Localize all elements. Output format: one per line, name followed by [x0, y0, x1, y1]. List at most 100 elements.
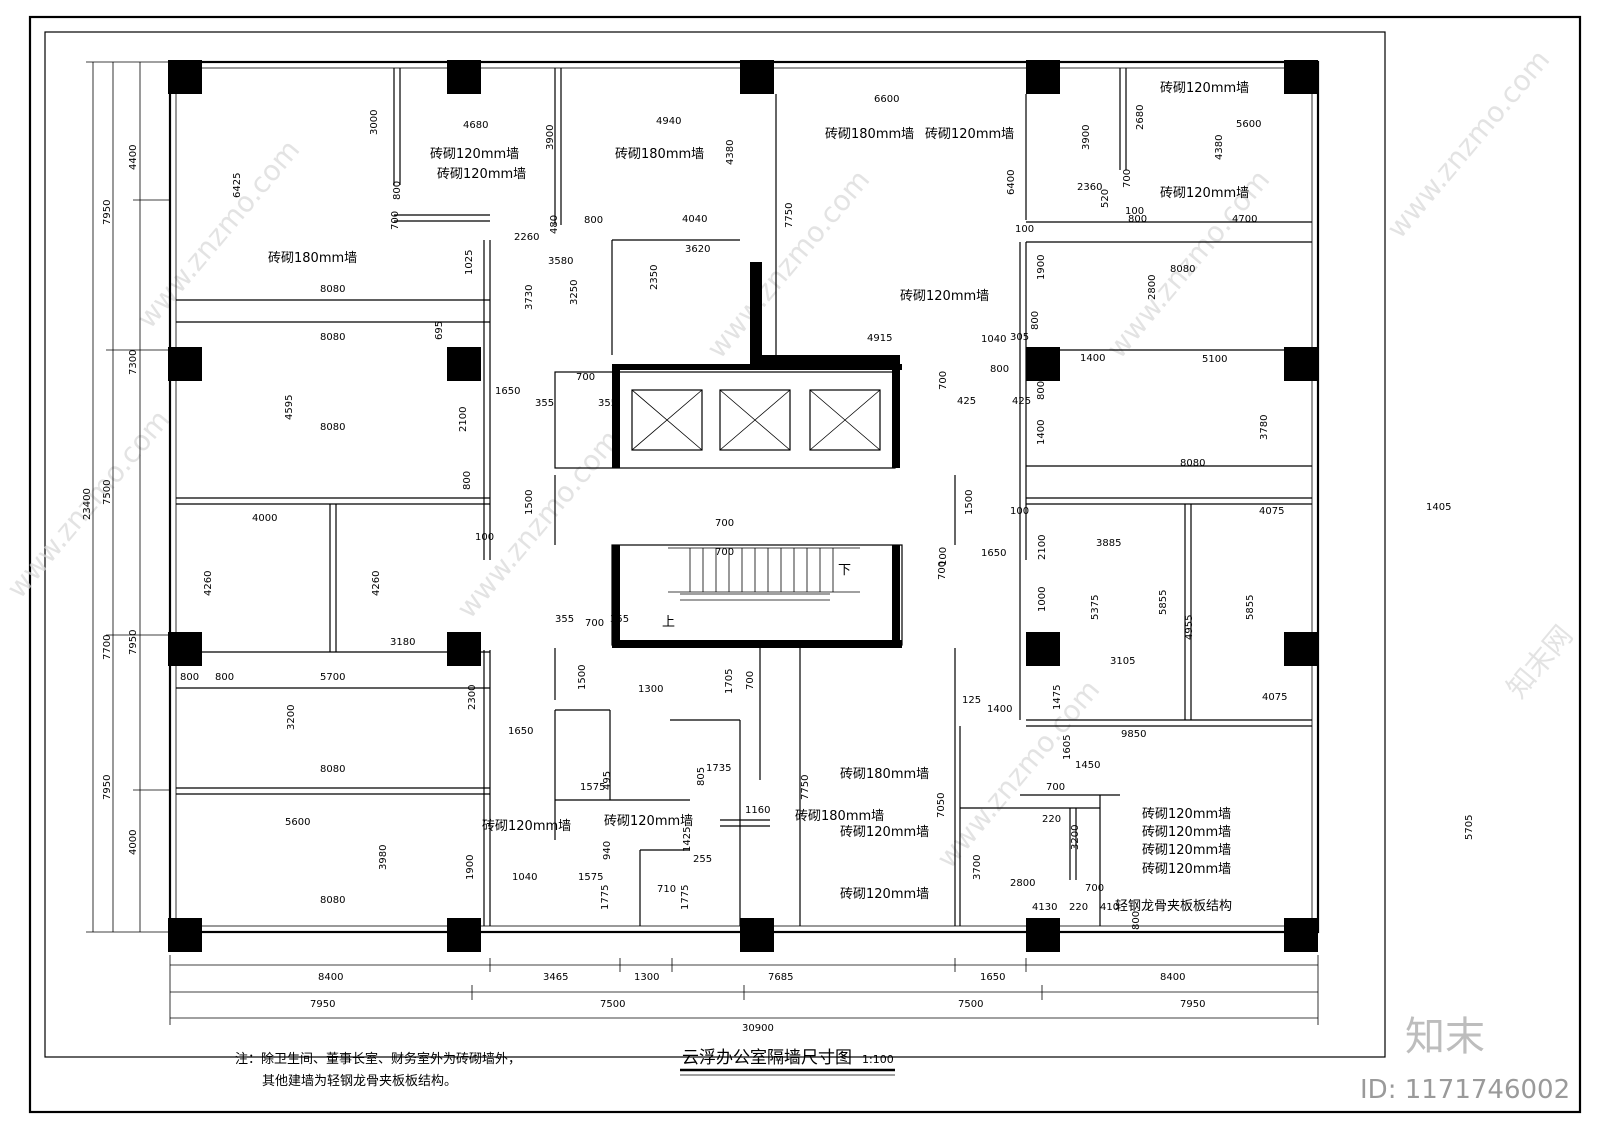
room-dimension: 4260: [203, 571, 214, 596]
room-dimension: 220: [1042, 814, 1061, 825]
room-dimension: 4700: [1232, 214, 1257, 225]
room-dimension: 4075: [1259, 506, 1284, 517]
bottom-row2-dim: 7500: [600, 999, 625, 1010]
watermark-text: www.znzmo.com: [130, 133, 306, 334]
room-dimension: 1575: [580, 782, 605, 793]
left-inner-dim: 4400: [128, 145, 139, 170]
wall-label: 砖砌180mm墙: [840, 767, 929, 782]
room-dimension: 100: [1015, 224, 1034, 235]
room-dimension: 1500: [577, 665, 588, 690]
left-mid-dim: 7700: [102, 635, 113, 660]
inner-frame: [44, 31, 1386, 1058]
room-dimension: 2100: [1037, 535, 1048, 560]
room-dimension: 3000: [369, 110, 380, 135]
room-dimension: 5705: [1464, 815, 1475, 840]
wall-label: 轻钢龙骨夹板板结构: [1115, 899, 1232, 914]
room-dimension: 5100: [1202, 354, 1227, 365]
watermark-text: www.znzmo.com: [450, 423, 626, 624]
note-line-1: 注：除卫生间、董事长室、财务室外为砖砌墙外，: [235, 1051, 521, 1067]
room-dimension: 4000: [252, 513, 277, 524]
room-dimension: 3105: [1110, 656, 1135, 667]
drawing-title: 云浮办公室隔墙尺寸图: [682, 1048, 852, 1068]
room-dimension: 1605: [1062, 735, 1073, 760]
room-dimension: 1475: [1052, 685, 1063, 710]
room-dimension: 2350: [649, 265, 660, 290]
room-dimension: 5375: [1090, 595, 1101, 620]
drawing-scale: 1:100: [862, 1053, 894, 1066]
room-dimension: 255: [693, 854, 712, 865]
watermark-text: www.znzmo.com: [700, 163, 876, 364]
room-dimension: 1500: [964, 490, 975, 515]
bottom-row1-dim: 8400: [1160, 972, 1185, 983]
columns: [168, 60, 1318, 952]
room-dimension: 1500: [524, 490, 535, 515]
left-mid-dim: 7950: [102, 200, 113, 225]
room-dimension: 100: [1010, 506, 1029, 517]
room-dimension: 480: [549, 215, 560, 234]
room-dimension: 3200: [1070, 825, 1081, 850]
wall-label: 砖砌180mm墙: [615, 147, 704, 162]
left-inner-dim: 7300: [128, 350, 139, 375]
room-dimension: 800: [180, 672, 199, 683]
room-dimension: 8080: [320, 764, 345, 775]
bottom-row1-dim: 3465: [543, 972, 568, 983]
wall-labels: 砖砌120mm墙 砖砌180mm墙 砖砌120mm墙 砖砌180mm墙 砖砌12…: [268, 81, 1249, 914]
room-dimension: 355: [555, 614, 574, 625]
room-dimension: 5855: [1158, 590, 1169, 615]
wall-label: 砖砌120mm墙: [840, 887, 929, 902]
bottom-row1-dim: 7685: [768, 972, 793, 983]
watermark-layer: www.znzmo.com www.znzmo.com www.znzmo.co…: [0, 43, 1579, 874]
room-dimension: 355: [535, 398, 554, 409]
room-dimension: 3200: [286, 705, 297, 730]
bottom-row2-dim: 7500: [958, 999, 983, 1010]
outer-frame: [28, 15, 1582, 1114]
room-dimension: 305: [1010, 332, 1029, 343]
room-dimension: 7750: [784, 203, 795, 228]
room-dimension: 710: [657, 884, 676, 895]
room-dimension: 700: [1122, 169, 1133, 188]
room-dimension: 3250: [569, 280, 580, 305]
left-inner-dim: 4000: [128, 830, 139, 855]
room-dimension: 4940: [656, 116, 681, 127]
title-block: 注：除卫生间、董事长室、财务室外为砖砌墙外， 其他建墙为轻钢龙骨夹板板结构。 云…: [235, 1048, 895, 1089]
room-dimension: 805: [696, 767, 707, 786]
id-text: ID: 1171746002: [1360, 1075, 1570, 1105]
brand-logo: 知末: [1405, 1014, 1485, 1060]
room-dimension: 1900: [465, 855, 476, 880]
partition-walls: [176, 68, 1312, 926]
room-dimension: 3700: [972, 855, 983, 880]
room-dimension: 8080: [1180, 458, 1205, 469]
room-dimension: 8080: [1170, 264, 1195, 275]
room-dimension: 800: [1131, 911, 1142, 930]
room-dimension: 7050: [936, 793, 947, 818]
room-dimension: 4915: [867, 333, 892, 344]
room-dimension: 4380: [1214, 135, 1225, 160]
room-dimension: 2100: [458, 407, 469, 432]
room-dimension: 495: [602, 771, 613, 790]
room-dimension: 4130: [1032, 902, 1057, 913]
room-dimension: 8080: [320, 284, 345, 295]
room-dimension: 1400: [1080, 353, 1105, 364]
room-dimension: 1775: [600, 885, 611, 910]
room-dimension: 1575: [578, 872, 603, 883]
room-dimension: 100: [1125, 206, 1144, 217]
room-dimension: 425: [1012, 396, 1031, 407]
room-dimension: 3620: [685, 244, 710, 255]
room-dimension: 1400: [987, 704, 1012, 715]
room-dimension: 4075: [1262, 692, 1287, 703]
room-dimension: 3580: [548, 256, 573, 267]
wall-label: 砖砌120mm墙: [437, 167, 526, 182]
room-dimension: 700: [937, 561, 948, 580]
room-dimension: 8080: [320, 422, 345, 433]
elevator-shaft: [631, 389, 703, 451]
room-dimension: 695: [434, 321, 445, 340]
room-dimension: 100: [475, 532, 494, 543]
room-dimension: 3900: [1081, 125, 1092, 150]
bottom-row1-dim: 8400: [318, 972, 343, 983]
room-dimension: 100: [938, 547, 949, 566]
room-dimension: 5600: [285, 817, 310, 828]
wall-label: 砖砌180mm墙: [825, 127, 914, 142]
core-area: 下 上: [554, 262, 956, 648]
note-line-2: 其他建墙为轻钢龙骨夹板板结构。: [262, 1074, 457, 1089]
